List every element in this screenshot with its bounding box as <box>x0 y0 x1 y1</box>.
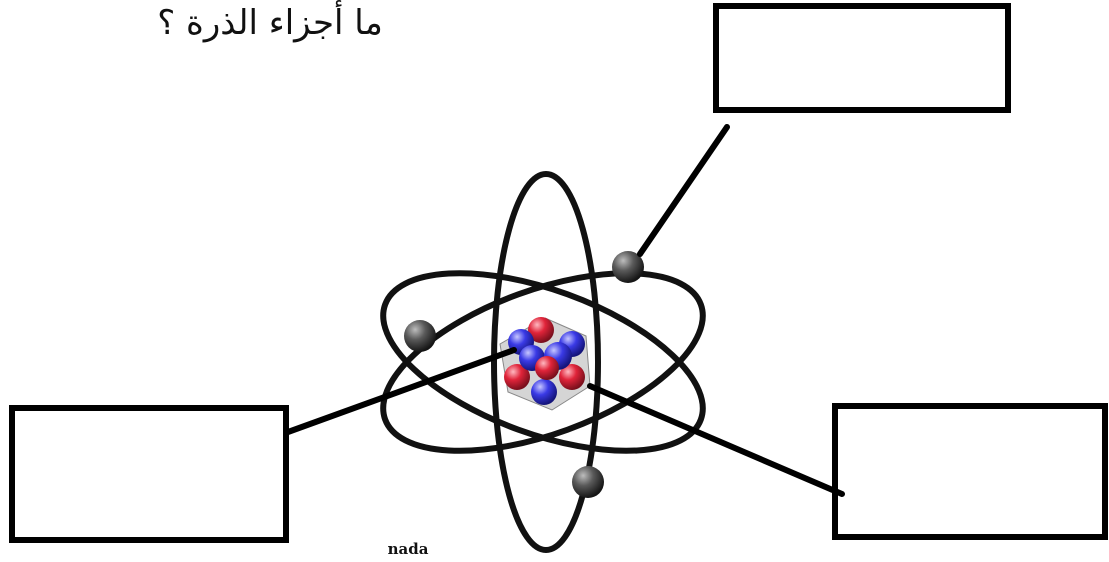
neutron <box>531 379 557 405</box>
electron <box>404 320 436 352</box>
pointer-line-nucleus <box>288 350 514 432</box>
pointer-line-particle <box>590 386 842 494</box>
proton <box>535 356 559 380</box>
pointer-line-electron <box>640 127 727 254</box>
answer-box-right[interactable] <box>835 406 1105 537</box>
signature: nada <box>388 540 429 558</box>
answer-box-left[interactable] <box>12 408 286 540</box>
electron <box>572 466 604 498</box>
answer-box-top-right[interactable] <box>716 6 1008 110</box>
